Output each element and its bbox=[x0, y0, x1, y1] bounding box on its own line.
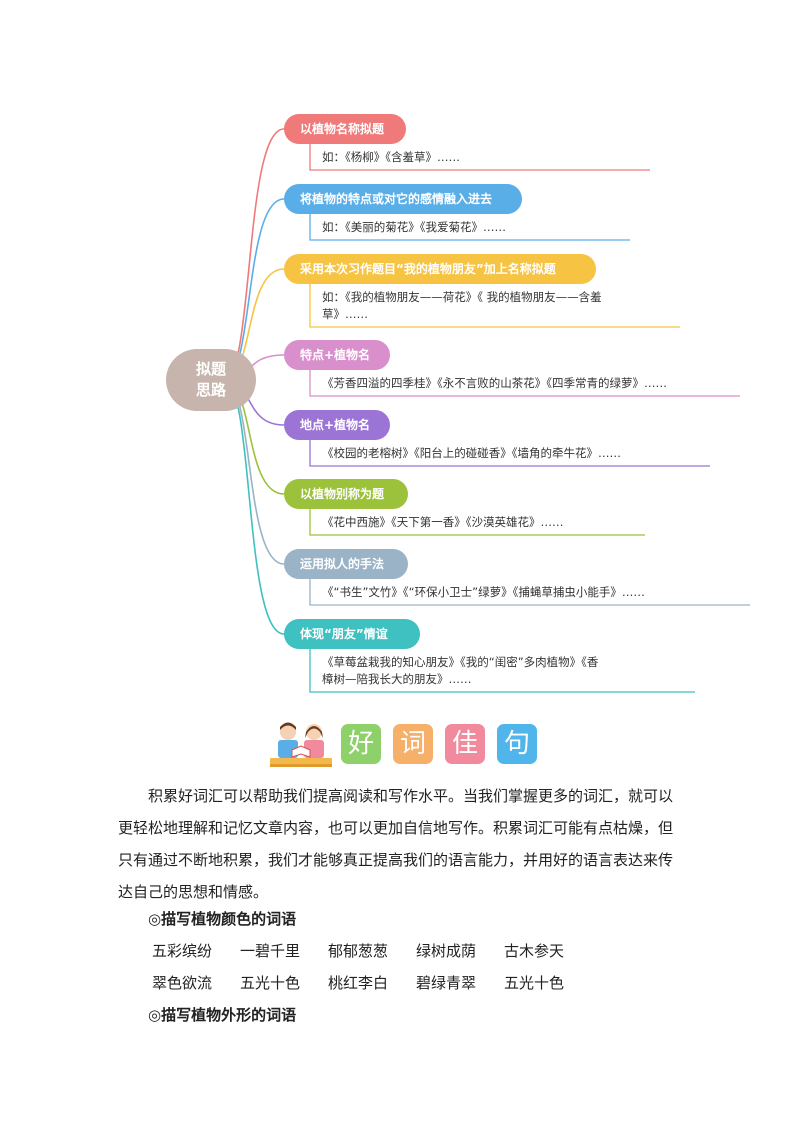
word-row: 翠色欲流 五光十色 桃红李白 碧绿青翠 五光十色 bbox=[152, 972, 592, 993]
branch-example-line: 《草莓盆栽我的知心朋友》《我的“闺密”多肉植物》《香 bbox=[322, 655, 599, 669]
word-row: 五彩缤纷 一碧千里 郁郁葱葱 绿树成荫 古木参天 bbox=[152, 940, 592, 961]
word-item: 五彩缤纷 bbox=[152, 942, 213, 960]
branch-example: 《校园的老榕树》《阳台上的碰碰香》《墙角的牵牛花》…… bbox=[322, 445, 621, 462]
branch-underline bbox=[309, 144, 650, 171]
branch-example-line: 如：《我的植物朋友——荷花》《 我的植物朋友——含羞 bbox=[322, 290, 602, 304]
branch-example-line: 如：《杨柳》《含羞草》…… bbox=[322, 150, 460, 164]
word-item: 五光十色 bbox=[504, 974, 565, 992]
branch-example: 《草莓盆栽我的知心朋友》《我的“闺密”多肉植物》《香樟树—陪我长大的朋友》…… bbox=[322, 654, 598, 688]
branch-example: 《“书生”文竹》《“环保小卫士”绿萝》《捕蝇草捕虫小能手》…… bbox=[322, 584, 645, 601]
branch-example: 如：《杨柳》《含羞草》…… bbox=[322, 149, 460, 166]
branch-example-line: 《校园的老榕树》《阳台上的碰碰香》《墙角的牵牛花》…… bbox=[322, 446, 621, 460]
branch-underline bbox=[309, 509, 645, 536]
branch-underline bbox=[309, 284, 680, 328]
branch-label: 采用本次习作题目“我的植物朋友”加上名称拟题 bbox=[284, 254, 596, 284]
intro-paragraph: 积累好词汇可以帮助我们提高阅读和写作水平。当我们掌握更多的词汇，就可以更轻松地理… bbox=[118, 780, 678, 908]
branch-example: 如：《我的植物朋友——荷花》《 我的植物朋友——含羞草》…… bbox=[322, 289, 602, 323]
intro-text: 积累好词汇可以帮助我们提高阅读和写作水平。当我们掌握更多的词汇，就可以更轻松地理… bbox=[118, 787, 674, 901]
branch-label: 将植物的特点或对它的感情融入进去 bbox=[284, 184, 522, 214]
branch-example: 《花中西施》《天下第一香》《沙漠英雄花》…… bbox=[322, 514, 564, 531]
branch-example-line: 《“书生”文竹》《“环保小卫士”绿萝》《捕蝇草捕虫小能手》…… bbox=[322, 585, 645, 599]
center-line-1: 拟题 bbox=[195, 360, 226, 378]
section-heading: ◎描写植物外形的词语 bbox=[148, 1006, 297, 1024]
branch-underline bbox=[309, 370, 740, 397]
branch-label: 运用拟人的手法 bbox=[284, 549, 408, 579]
word-item: 五光十色 bbox=[240, 974, 301, 992]
banner-char: 句 bbox=[497, 724, 537, 764]
branch-label: 以植物别称为题 bbox=[284, 479, 408, 509]
word-item: 一碧千里 bbox=[240, 942, 301, 960]
branch-underline bbox=[309, 214, 630, 241]
section-heading: ◎描写植物颜色的词语 bbox=[148, 910, 297, 928]
branch-example-line: 樟树—陪我长大的朋友》…… bbox=[322, 672, 472, 686]
branch-connector bbox=[223, 379, 285, 635]
banner-char: 好 bbox=[341, 724, 381, 764]
banner-illustration bbox=[268, 720, 548, 768]
branch-underline bbox=[309, 579, 750, 606]
branch-label: 体现“朋友”情谊 bbox=[284, 619, 420, 649]
center-line-2: 思路 bbox=[195, 381, 226, 399]
word-item: 古木参天 bbox=[504, 942, 565, 960]
banner-char: 词 bbox=[393, 724, 433, 764]
branch-example: 如：《美丽的菊花》《我爱菊花》…… bbox=[322, 219, 506, 236]
banner-char: 佳 bbox=[445, 724, 485, 764]
branch-example-line: 如：《美丽的菊花》《我爱菊花》…… bbox=[322, 220, 506, 234]
kids-reading-icon bbox=[270, 722, 332, 767]
branch-example-line: 《花中西施》《天下第一香》《沙漠英雄花》…… bbox=[322, 515, 564, 529]
word-item: 翠色欲流 bbox=[152, 974, 213, 992]
mindmap-center-node: 拟题 思路 bbox=[166, 349, 256, 411]
branch-example-line: 草》…… bbox=[322, 307, 368, 321]
branch-underline bbox=[309, 649, 695, 693]
branch-connector bbox=[223, 128, 285, 381]
word-item: 绿树成荫 bbox=[416, 942, 477, 960]
word-item: 碧绿青翠 bbox=[416, 974, 477, 992]
branch-example-line: 《芳香四溢的四季桂》《永不言败的山茶花》《四季常青的绿萝》…… bbox=[322, 376, 667, 390]
branch-label: 特点+植物名 bbox=[284, 340, 390, 370]
branch-label: 以植物名称拟题 bbox=[284, 114, 406, 144]
branch-underline bbox=[309, 440, 710, 467]
word-item: 郁郁葱葱 bbox=[328, 942, 389, 960]
word-item: 桃红李白 bbox=[328, 974, 389, 992]
branch-label: 地点+植物名 bbox=[284, 410, 390, 440]
branch-example: 《芳香四溢的四季桂》《永不言败的山茶花》《四季常青的绿萝》…… bbox=[322, 375, 667, 392]
